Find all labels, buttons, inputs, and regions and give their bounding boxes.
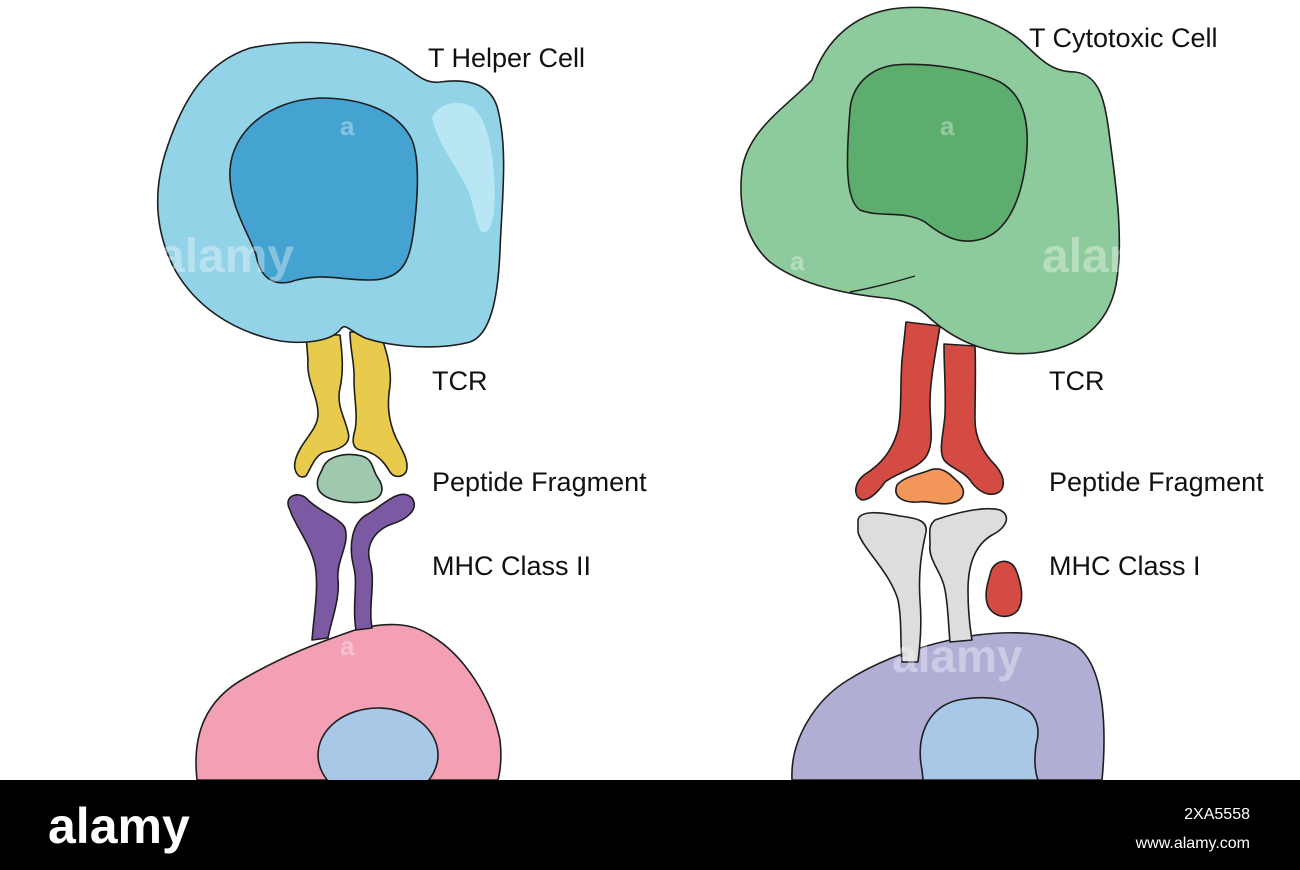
tcr-cytotoxic-chain-right [940,343,1005,496]
watermark-layer: alamy alamy alamy a a a a [158,111,1178,682]
watermark-letter-1: a [340,111,355,141]
peptide-fragment-left [316,453,383,504]
antigen-presenting-cell-left [195,623,502,803]
t-cytotoxic-panel [740,6,1121,781]
tcr-helper-chain-left [293,334,350,478]
mhc-ii-chain-left [287,494,347,641]
footer-site: www.alamy.com [1135,835,1250,852]
t-cytotoxic-cell-label: T Cytotoxic Cell [1029,23,1218,53]
watermark-letter-4: a [340,631,355,661]
t-helper-highlight [432,102,495,233]
t-cytotoxic-membrane-fold [849,275,916,293]
mhc-ii-chain-right [350,493,415,631]
t-cytotoxic-cell [740,6,1121,355]
apc-right-nucleus [919,696,1039,781]
footer-logo: alamy [48,798,190,854]
mhc-class-i [857,507,1023,663]
antigen-presenting-cell-right [791,631,1105,781]
footer-image-id: 2XA5558 [1184,806,1250,823]
t-cytotoxic-nucleus [846,63,1029,242]
mhc-i-chain-left [857,511,927,663]
tcr-helper-chain-right [349,331,408,478]
tcr-label-left: TCR [432,366,488,396]
tcr-cytotoxic-chain-left [855,321,941,501]
mhc-class-ii-label: MHC Class II [432,551,591,581]
peptide-fragment-right [895,468,965,505]
t-helper-cell-label: T Helper Cell [428,43,585,73]
tcr-cytotoxic [855,321,1005,501]
stock-footer-bar: alamy 2XA5558 www.alamy.com [0,780,1300,870]
mhc-i-small-chain [985,560,1023,618]
labels: T Helper Cell T Cytotoxic Cell TCR TCR P… [428,23,1264,581]
mhc-i-chain-middle [928,507,1008,643]
peptide-fragment-label-left: Peptide Fragment [432,467,647,497]
mhc-class-i-label: MHC Class I [1049,551,1201,581]
tcr-helper [293,331,408,478]
watermark-text-left: alamy [158,230,294,283]
watermark-letter-2: a [940,111,955,141]
tcr-label-right: TCR [1049,366,1105,396]
mhc-class-ii [287,493,415,641]
watermark-text-center: alamy [892,630,1023,682]
t-helper-nucleus [229,97,419,284]
peptide-fragment-label-right: Peptide Fragment [1049,467,1264,497]
watermark-letter-3: a [790,246,805,276]
t-helper-cell [156,41,505,348]
watermark-text-right: alamy [1042,230,1178,283]
t-helper-panel [156,41,505,803]
footer-background [0,780,1300,870]
